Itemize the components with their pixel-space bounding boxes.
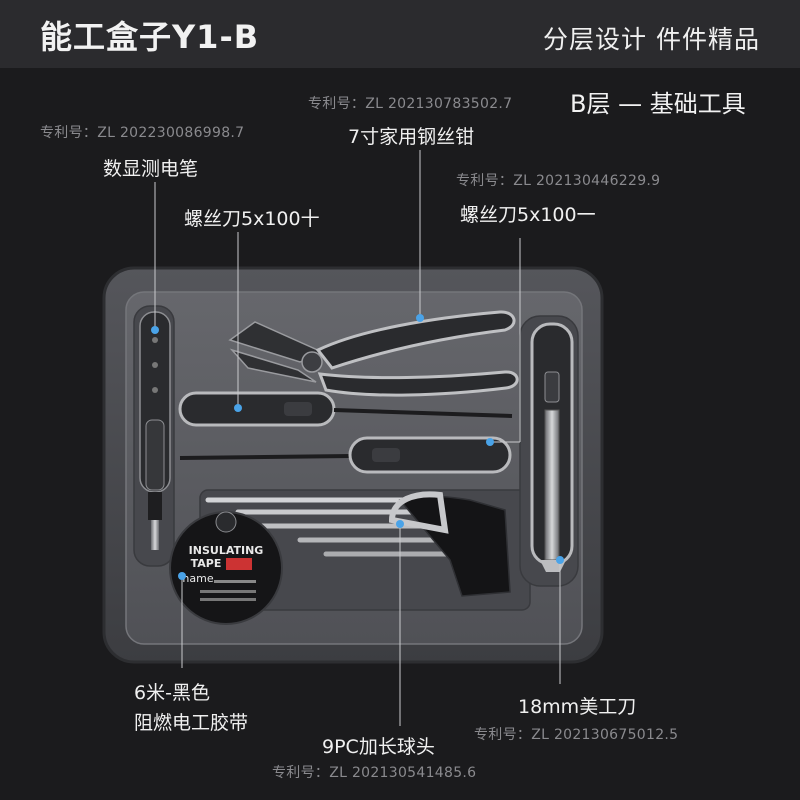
header-slogan: 分层设计 件件精品 — [543, 25, 760, 54]
screwdriver-cross-label: 螺丝刀5x100十 — [184, 208, 320, 230]
tape-print-line2: TAPE — [191, 557, 222, 570]
hex-keys-label: 9PC加长球头 — [322, 736, 435, 758]
screwdriver-flat-patent: 专利号：ZL 202130446229.9 — [456, 173, 661, 189]
screwdriver-cross — [178, 391, 513, 427]
tester-pen — [139, 311, 171, 550]
marker-flat — [486, 438, 494, 446]
screwdriver-flat — [179, 436, 512, 474]
marker-tester — [151, 326, 159, 334]
utility-knife — [530, 322, 574, 572]
insulating-tape-roll: INSULATING TAPE hame — [169, 511, 283, 625]
tape-print-line1: INSULATING — [189, 544, 264, 557]
product-title: 能工盒子Y1-B — [40, 18, 260, 56]
callout-markers — [151, 314, 564, 580]
tape-brand: hame — [182, 572, 213, 585]
pliers-label: 7寸家用钢丝钳 — [348, 126, 475, 148]
marker-cross — [234, 404, 242, 412]
callout-lines — [154, 150, 561, 726]
hex-keys — [205, 491, 511, 597]
header-bar: 能工盒子Y1-B 分层设计 件件精品 — [0, 0, 800, 68]
screwdriver-flat-label: 螺丝刀5x100一 — [460, 204, 596, 226]
tape-label-line2: 阻燃电工胶带 — [134, 712, 249, 734]
layer-title: B层 — 基础工具 — [570, 90, 746, 118]
marker-pliers — [416, 314, 424, 322]
marker-knife — [556, 556, 564, 564]
pliers — [228, 310, 519, 397]
tester-patent: 专利号：ZL 202230086998.7 — [40, 125, 245, 141]
pliers-patent: 专利号：ZL 202130783502.7 — [308, 96, 513, 112]
tape-label-line1: 6米-黑色 — [134, 682, 210, 704]
hex-keys-patent: 专利号：ZL 202130541485.6 — [272, 765, 477, 781]
marker-tape — [178, 572, 186, 580]
knife-patent: 专利号：ZL 202130675012.5 — [474, 727, 679, 743]
tester-label: 数显测电笔 — [103, 158, 199, 180]
knife-label: 18mm美工刀 — [518, 696, 637, 718]
marker-hex — [396, 520, 404, 528]
